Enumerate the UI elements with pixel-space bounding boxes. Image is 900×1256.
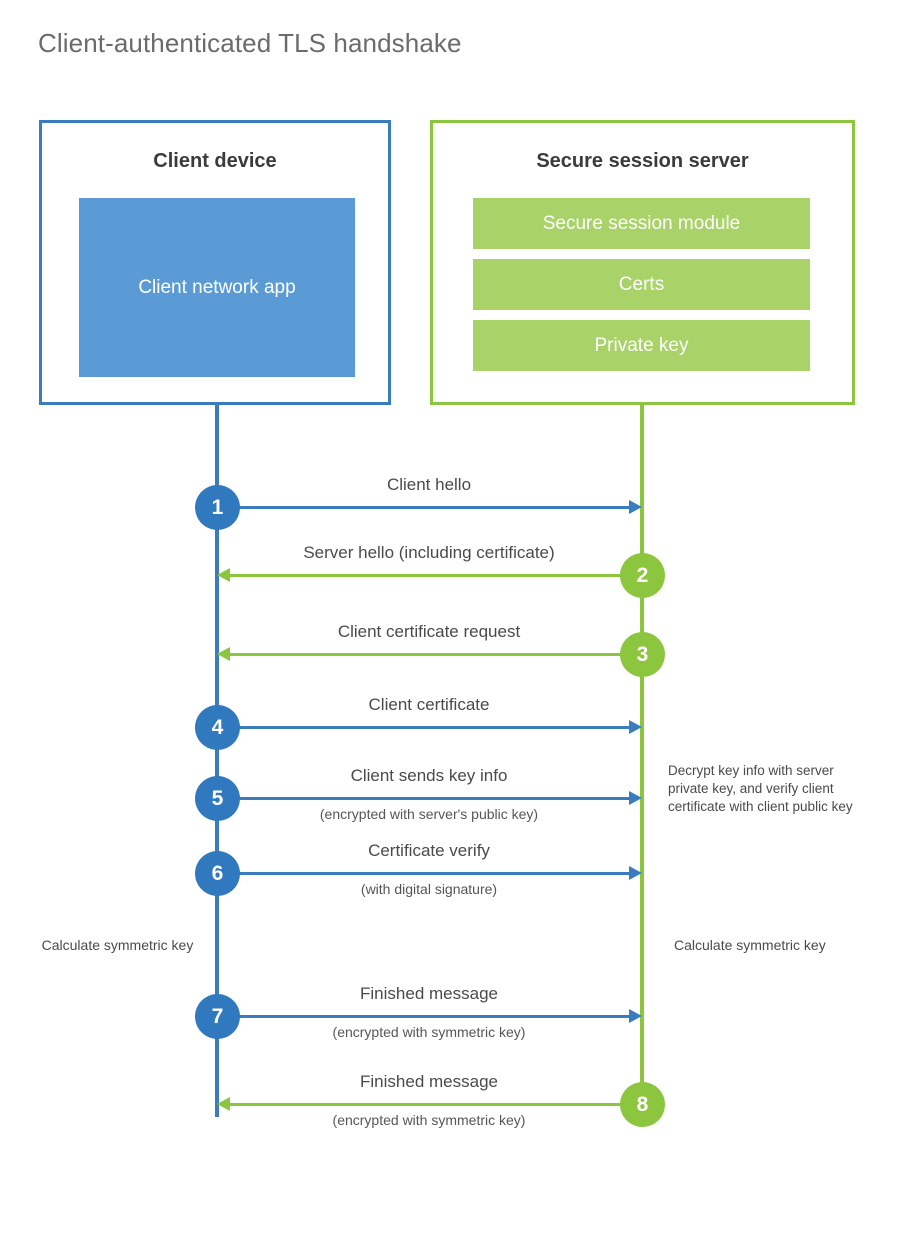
message-sublabel: (encrypted with server's public key)	[319, 806, 539, 822]
client-network-app-block: Client network app	[79, 198, 355, 377]
message-arrow-line	[217, 506, 630, 509]
message-arrow-line	[217, 872, 630, 875]
message-arrow-line	[217, 726, 630, 729]
message-label: Finished message	[360, 1072, 498, 1091]
server-lifeline	[640, 405, 644, 1105]
message-label: Client certificate	[368, 695, 490, 714]
server-calculate-symmetric-key-note: Calculate symmetric key	[674, 937, 826, 953]
message-sublabel: (encrypted with symmetric key)	[332, 1112, 526, 1128]
message-label: Finished message	[360, 984, 498, 1003]
client-calculate-symmetric-key-note: Calculate symmetric key	[41, 937, 194, 953]
step-number-badge: 6	[195, 851, 240, 896]
message-sublabel: (encrypted with symmetric key)	[332, 1024, 526, 1040]
server-component-bar: Private key	[473, 320, 810, 371]
message-label: Client hello	[386, 475, 472, 494]
message-arrow-line	[229, 1103, 642, 1106]
step-number-badge: 1	[195, 485, 240, 530]
step-number-badge: 3	[620, 632, 665, 677]
arrow-head-icon	[217, 1097, 230, 1111]
arrow-head-icon	[629, 500, 642, 514]
client-device-title: Client device	[153, 150, 277, 172]
step-number-badge: 4	[195, 705, 240, 750]
step-number-badge: 7	[195, 994, 240, 1039]
arrow-head-icon	[629, 720, 642, 734]
step-number-badge: 2	[620, 553, 665, 598]
server-component-bar: Certs	[473, 259, 810, 310]
message-label: Client certificate request	[337, 622, 521, 641]
message-arrow-line	[217, 1015, 630, 1018]
client-lifeline	[215, 405, 219, 1117]
arrow-head-icon	[217, 568, 230, 582]
message-label: Server hello (including certificate)	[303, 543, 555, 562]
client-device-box: Client device Client network app	[39, 120, 391, 405]
arrow-head-icon	[629, 866, 642, 880]
step-number-badge: 5	[195, 776, 240, 821]
message-sublabel: (with digital signature)	[360, 881, 498, 897]
step-number-badge: 8	[620, 1082, 665, 1127]
message-label: Client sends key info	[350, 766, 508, 785]
secure-session-server-title: Secure session server	[536, 150, 749, 172]
page-title: Client-authenticated TLS handshake	[38, 28, 462, 58]
message-arrow-line	[229, 574, 642, 577]
arrow-head-icon	[629, 1009, 642, 1023]
message-arrow-line	[229, 653, 642, 656]
server-component-bar: Secure session module	[473, 198, 810, 249]
message-arrow-line	[217, 797, 630, 800]
arrow-head-icon	[629, 791, 642, 805]
secure-session-server-box: Secure session server Secure session mod…	[430, 120, 855, 405]
arrow-head-icon	[217, 647, 230, 661]
message-label: Certificate verify	[368, 841, 490, 860]
server-decrypt-note: Decrypt key info with server private key…	[668, 763, 853, 814]
